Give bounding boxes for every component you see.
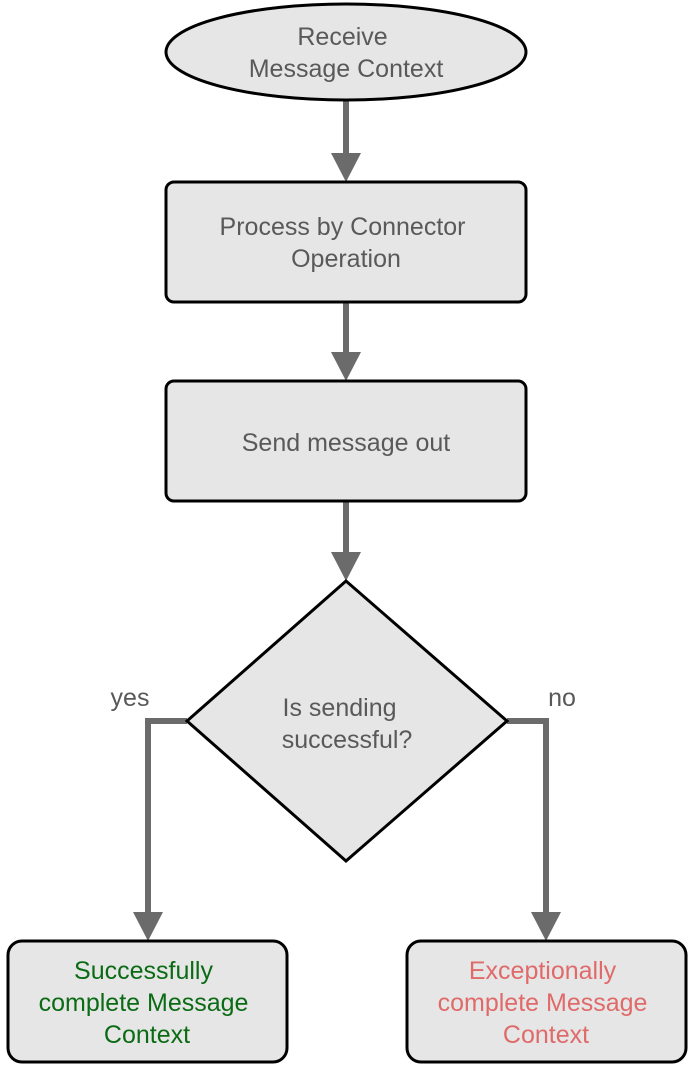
failure-label-line-3: Context — [503, 1021, 589, 1049]
failure-label: Exceptionally complete Message Context — [438, 957, 655, 1049]
node-start: Receive Message Context — [164, 2, 528, 102]
start-label-line-2: Message Context — [249, 55, 444, 83]
success-label-line-3: Context — [104, 1021, 190, 1049]
arrowhead-send — [331, 352, 361, 381]
send-box — [164, 379, 528, 503]
decision-label-line-2: successful? — [282, 726, 413, 754]
success-label-line-1: Successfully — [74, 957, 213, 985]
failure-label-line-1: Exceptionally — [469, 957, 617, 985]
process-label-line-2: Operation — [291, 245, 401, 273]
arrowheads — [133, 153, 561, 941]
connector-yes-branch — [145, 718, 187, 920]
arrowhead-success — [133, 912, 163, 941]
failure-label-line-2: complete Message — [438, 989, 648, 1017]
decision-diamond — [184, 579, 510, 863]
process-label-line-1: Process by Connector — [220, 213, 466, 241]
send-label: Send message out — [242, 429, 451, 457]
failure-box — [405, 939, 688, 1064]
send-label-line-1: Send message out — [242, 429, 451, 457]
connectors — [145, 100, 549, 920]
arrowhead-failure — [531, 912, 561, 941]
process-box — [164, 180, 528, 304]
start-label-line-1: Receive — [297, 23, 387, 51]
node-decision: Is sending successful? — [184, 579, 510, 863]
success-box — [6, 939, 289, 1064]
yes-label: yes — [111, 684, 150, 712]
connector-no-branch — [507, 718, 549, 920]
arrowhead-process — [331, 153, 361, 182]
node-failure: Exceptionally complete Message Context — [405, 939, 688, 1064]
decision-label-line-1: Is sending — [283, 694, 397, 722]
success-label-line-2: complete Message — [39, 989, 249, 1017]
arrowhead-decision — [331, 552, 361, 581]
process-label: Process by Connector Operation — [220, 213, 473, 273]
node-success: Successfully complete Message Context — [6, 939, 289, 1064]
node-process: Process by Connector Operation — [164, 180, 528, 304]
node-send: Send message out — [164, 379, 528, 503]
success-label: Successfully complete Message Context — [39, 957, 256, 1049]
start-ellipse — [164, 2, 528, 102]
start-label: Receive Message Context — [249, 23, 444, 83]
no-label: no — [548, 684, 576, 712]
decision-label: Is sending successful? — [282, 694, 413, 754]
